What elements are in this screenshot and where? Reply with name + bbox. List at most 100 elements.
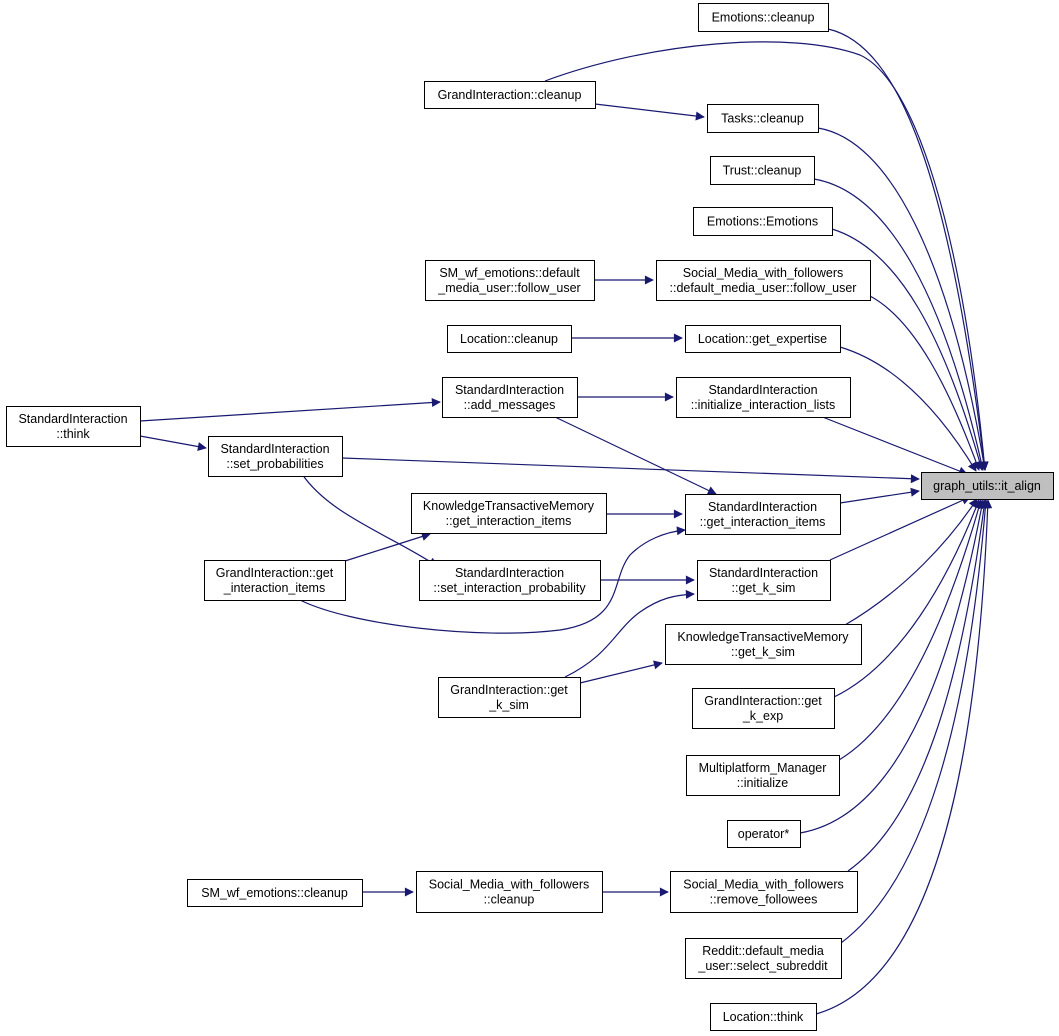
node-label-line: StandardInteraction: [455, 566, 564, 580]
edge-gi-get-k-sim-to-ktm-get-k-sim: [579, 660, 663, 684]
node-location-think[interactable]: Location::think: [710, 1003, 817, 1031]
node-label-line: StandardInteraction: [18, 412, 127, 426]
node-emotions-cleanup[interactable]: Emotions::cleanup: [698, 3, 829, 32]
node-ktm-get-k-sim[interactable]: KnowledgeTransactiveMemory::get_k_sim: [665, 624, 862, 665]
node-label-line: ::set_interaction_probability: [433, 581, 586, 595]
edge-gi-get-k-exp-to-it-align: [833, 499, 981, 698]
node-si-set-probabilities[interactable]: StandardInteraction::set_probabilities: [208, 436, 343, 477]
node-box: [727, 820, 801, 848]
node-grand-cleanup[interactable]: GrandInteraction::cleanup: [424, 81, 596, 109]
node-label-line: Location::cleanup: [460, 332, 558, 346]
node-label-line: SM_wf_emotions::cleanup: [201, 886, 348, 900]
node-label-line: GrandInteraction::cleanup: [438, 88, 582, 102]
node-ktm-get-items[interactable]: KnowledgeTransactiveMemory::get_interact…: [411, 493, 607, 534]
node-location-cleanup[interactable]: Location::cleanup: [447, 325, 572, 353]
node-si-init-lists[interactable]: StandardInteraction::initialize_interact…: [676, 377, 851, 418]
node-emotions-emotions[interactable]: Emotions::Emotions: [693, 207, 833, 236]
edge-operator-star-to-it-align: [799, 499, 986, 834]
node-location-get-expertise[interactable]: Location::get_expertise: [685, 325, 841, 353]
node-smwf-follow[interactable]: SM_wf_emotions::default_media_user::foll…: [425, 260, 595, 301]
edge-grand-cleanup-to-it-align: [544, 41, 989, 471]
node-box: [204, 560, 346, 601]
edges: [139, 28, 993, 1015]
node-si-get-items[interactable]: StandardInteraction::get_interaction_ite…: [685, 494, 841, 535]
node-box: [685, 494, 841, 535]
node-label-line: ::initialize: [737, 776, 788, 790]
node-label-line: _user::select_subreddit: [697, 959, 828, 973]
edge-emotions-emotions-to-it-align: [831, 228, 985, 471]
node-operator-star[interactable]: operator*: [727, 820, 801, 848]
edge-trust-cleanup-to-it-align: [813, 178, 986, 471]
node-label-line: Reddit::default_media: [702, 944, 824, 958]
node-box: [416, 871, 603, 913]
node-label-line: ::initialize_interaction_lists: [691, 398, 836, 412]
node-box: [208, 436, 343, 477]
node-gi-get-k-exp[interactable]: GrandInteraction::get_k_exp: [692, 688, 835, 729]
node-box: [676, 377, 851, 418]
node-si-get-k-sim[interactable]: StandardInteraction::get_k_sim: [697, 560, 831, 601]
node-tasks-cleanup[interactable]: Tasks::cleanup: [707, 104, 819, 133]
node-box: [710, 156, 815, 185]
node-gi-get-k-sim[interactable]: GrandInteraction::get_k_sim: [438, 677, 581, 718]
node-label-line: StandardInteraction: [709, 566, 818, 580]
edge-smf-follow-to-it-align: [869, 295, 981, 471]
edge-si-add-messages-to-si-get-items: [554, 416, 717, 495]
node-box: [685, 325, 841, 353]
node-box: [419, 560, 601, 601]
node-label-line: ::cleanup: [484, 893, 535, 907]
node-box: [921, 472, 1054, 500]
node-box: [447, 325, 572, 353]
node-box: [710, 1003, 817, 1031]
node-it-align[interactable]: graph_utils::it_align: [921, 472, 1054, 500]
node-gi-get-items[interactable]: GrandInteraction::get_interaction_items: [204, 560, 346, 601]
edge-location-think-to-it-align: [815, 499, 993, 1015]
edge-gi-get-items-to-ktm-get-items: [344, 532, 431, 562]
node-label-line: StandardInteraction: [708, 500, 817, 514]
node-smf-follow[interactable]: Social_Media_with_followers::default_med…: [656, 260, 871, 301]
node-box: [187, 879, 363, 907]
node-label-line: ::add_messages: [464, 398, 556, 412]
node-box: [685, 938, 842, 979]
node-label-line: ::get_interaction_items: [446, 514, 572, 528]
edge-emotions-cleanup-to-it-align: [827, 28, 989, 471]
edge-gi-get-items-to-si-get-items: [299, 526, 686, 634]
node-reddit-select[interactable]: Reddit::default_media_user::select_subre…: [685, 938, 842, 979]
node-label-line: StandardInteraction: [708, 383, 817, 397]
node-box: [438, 677, 581, 718]
edge-grand-cleanup-to-tasks-cleanup: [594, 103, 705, 121]
edge-si-init-lists-to-it-align: [819, 415, 968, 476]
edge-si-get-k-sim-to-it-align: [829, 496, 971, 561]
node-box: [425, 260, 595, 301]
node-smf-remove-followees[interactable]: Social_Media_with_followers::remove_foll…: [670, 871, 858, 913]
node-label-line: ::get_interaction_items: [700, 515, 826, 529]
edge-tasks-cleanup-to-it-align: [817, 127, 989, 471]
node-label-line: Multiplatform_Manager: [699, 761, 827, 775]
node-label-line: ::think: [56, 427, 90, 441]
node-label-line: Location::get_expertise: [698, 332, 827, 346]
node-label-line: GrandInteraction::get: [216, 566, 334, 580]
node-label-line: StandardInteraction: [455, 383, 564, 397]
node-label-line: ::get_k_sim: [731, 645, 795, 659]
node-box: [686, 755, 840, 796]
node-si-set-interaction-prob[interactable]: StandardInteraction::set_interaction_pro…: [419, 560, 601, 601]
node-box: [697, 560, 831, 601]
node-mp-initialize[interactable]: Multiplatform_Manager::initialize: [686, 755, 840, 796]
node-label-line: ::set_probabilities: [226, 457, 323, 471]
node-box: [665, 624, 862, 665]
node-label-line: Emotions::Emotions: [707, 215, 818, 229]
node-label-line: Social_Media_with_followers: [429, 878, 590, 892]
node-smwf-cleanup[interactable]: SM_wf_emotions::cleanup: [187, 879, 363, 907]
edge-gi-get-k-sim-to-si-get-k-sim: [564, 589, 695, 678]
edge-location-get-expertise-to-it-align: [839, 346, 977, 472]
node-box: [656, 260, 871, 301]
node-smf-cleanup[interactable]: Social_Media_with_followers::cleanup: [416, 871, 603, 913]
node-box: [698, 3, 829, 32]
node-label-line: GrandInteraction::get: [450, 683, 568, 697]
node-label-line: ::default_media_user::follow_user: [670, 281, 857, 295]
node-label-line: StandardInteraction: [220, 442, 329, 456]
node-si-think[interactable]: StandardInteraction::think: [6, 406, 141, 447]
node-si-add-messages[interactable]: StandardInteraction::add_messages: [442, 377, 578, 418]
node-trust-cleanup[interactable]: Trust::cleanup: [710, 156, 815, 185]
